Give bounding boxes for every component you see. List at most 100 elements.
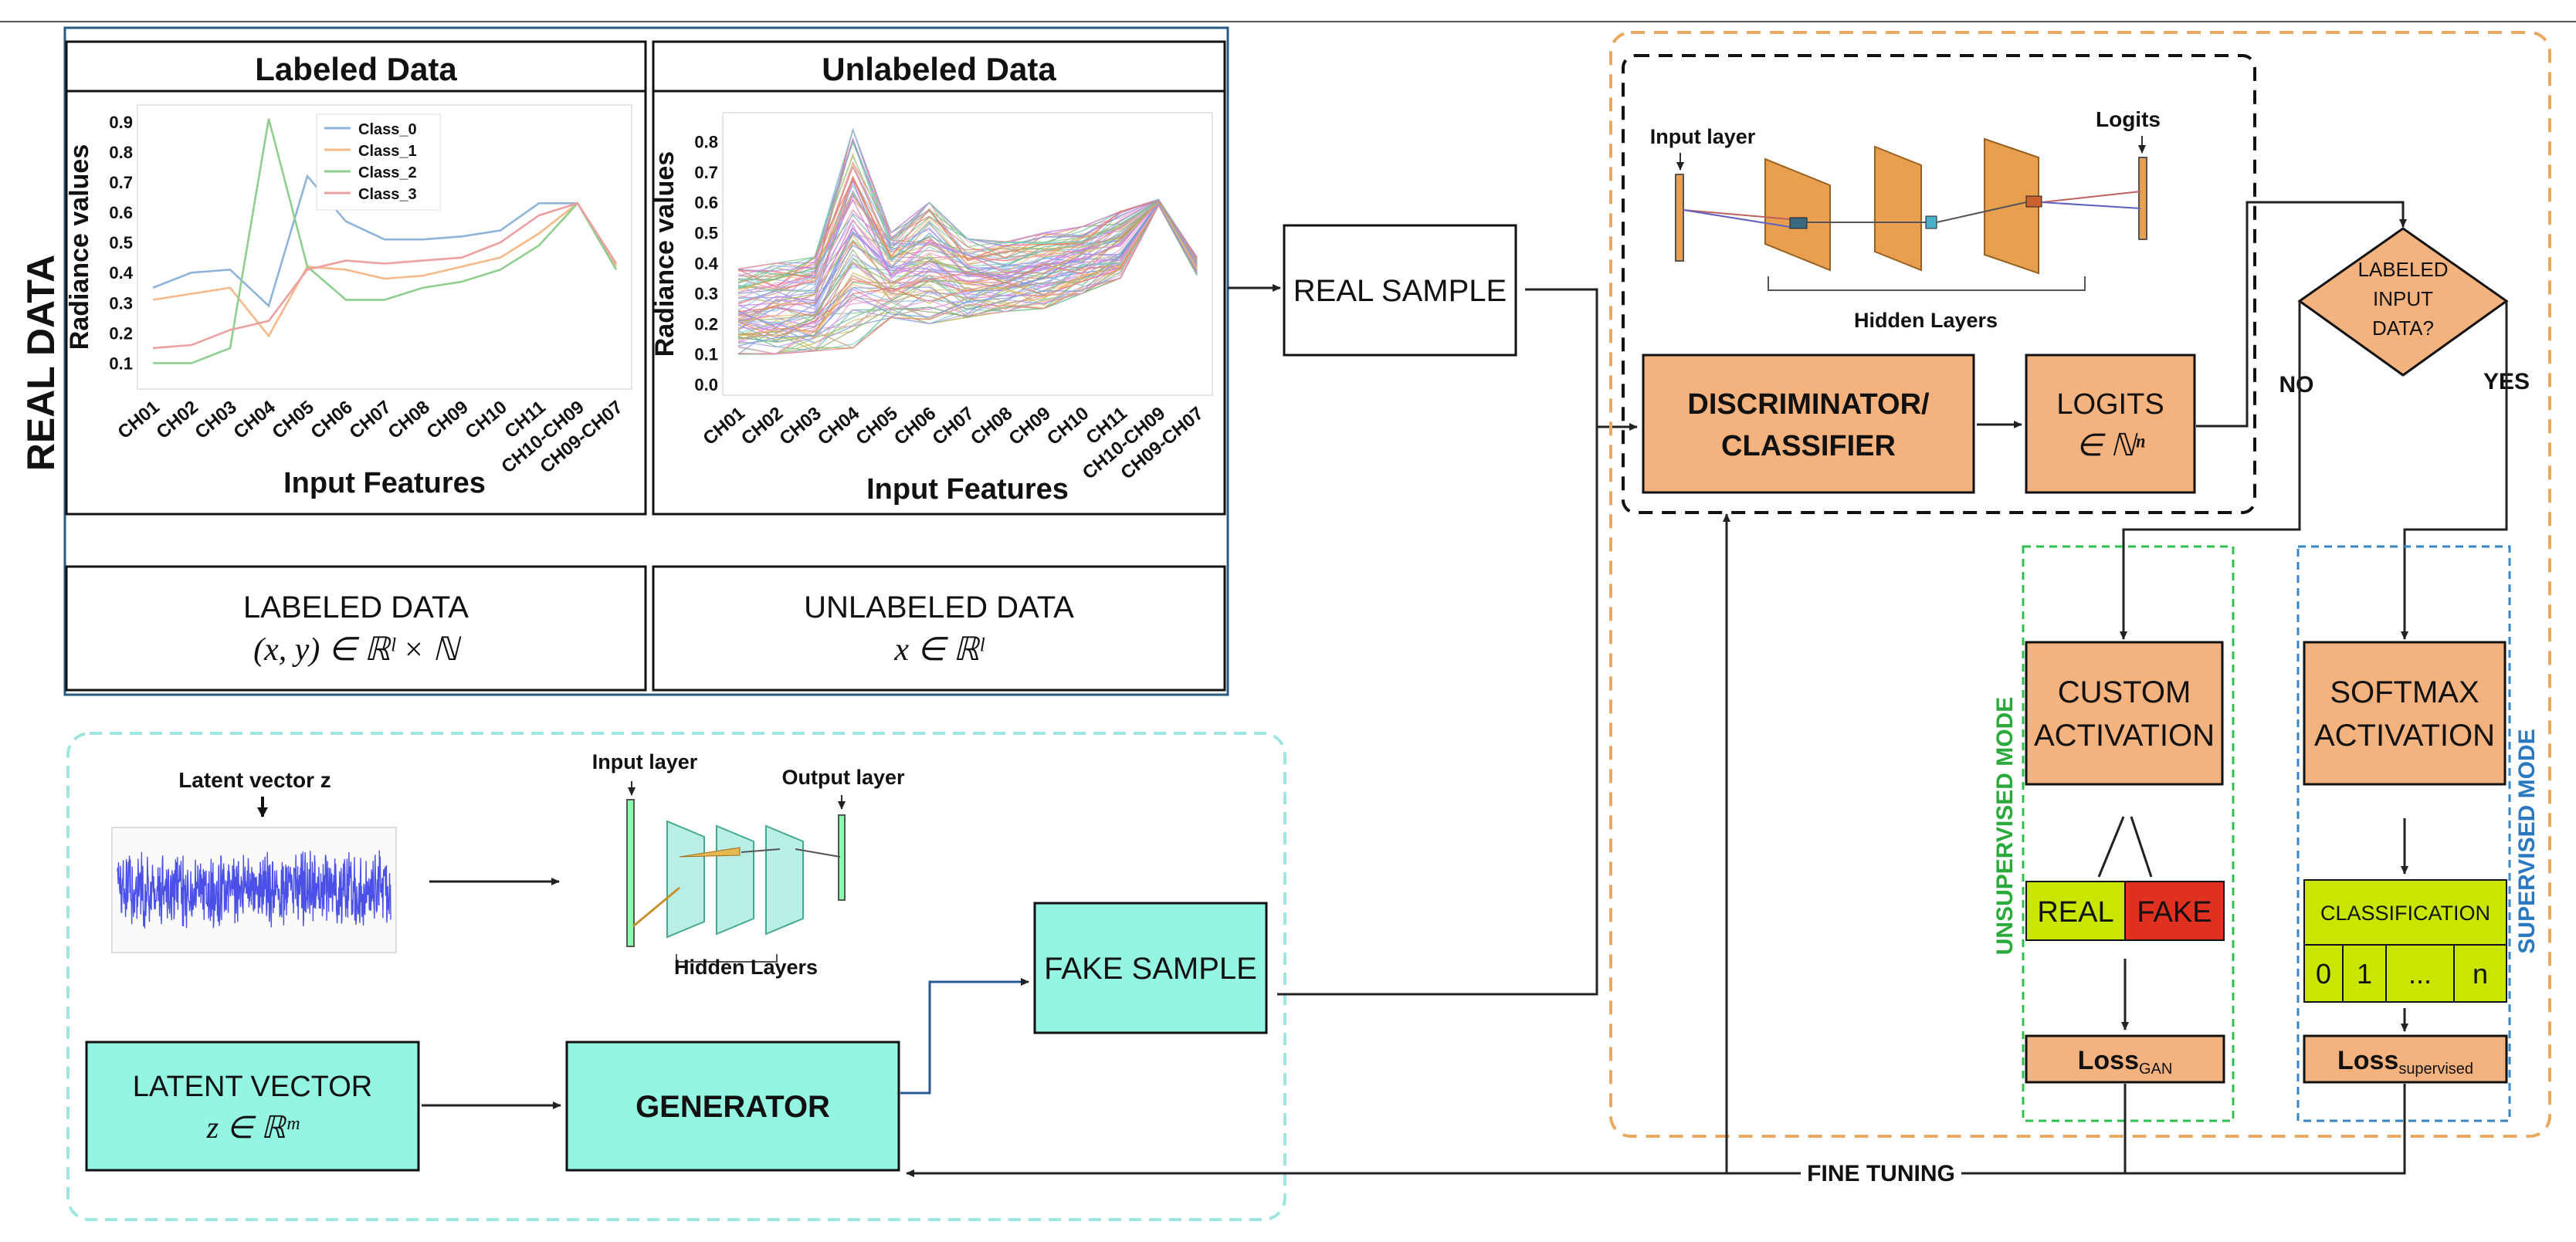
- labeled-chart-panel: Labeled Data 0.90.80.70.60.50.40.30.20.1…: [65, 40, 647, 516]
- discriminator-inner-frame: [1622, 54, 2256, 514]
- unlabeled-series-line: [737, 202, 1198, 338]
- unsupervised-mode-frame: [2022, 545, 2235, 1122]
- arrow-logits-to-decision: [2196, 201, 2407, 428]
- y-tick-label: 0.2: [694, 314, 718, 333]
- y-tick-label: 0.7: [694, 163, 718, 182]
- loss-supervised-text: Losssupervised: [2337, 1046, 2473, 1078]
- unlabeled-chart-panel: Unlabeled Data 0.80.70.60.50.40.30.20.10…: [650, 40, 1226, 516]
- unlabeled-series-line: [737, 154, 1198, 281]
- custom-activation-line2: ACTIVATION: [2034, 719, 2215, 753]
- legend-label: Class_3: [358, 186, 417, 203]
- softmax-activation-line1: SOFTMAX: [2330, 675, 2479, 709]
- series-line-class_1: [152, 201, 618, 338]
- real-sample-box: REAL SAMPLE: [1283, 224, 1517, 357]
- y-tick-label: 0.4: [109, 263, 133, 283]
- legend-label: Class_0: [358, 121, 417, 138]
- y-axis-label: Radiance values: [650, 151, 680, 357]
- real-sample-label: REAL SAMPLE: [1293, 274, 1507, 308]
- labeled-data-box-title: LABELED DATA: [243, 591, 469, 624]
- latent-vector-box-title: LATENT VECTOR: [133, 1071, 372, 1103]
- y-tick-label: 0.8: [109, 143, 133, 162]
- latent-vector-formula: z ∈ ℝᵐ: [206, 1110, 300, 1145]
- arrow-yes-to-softmax: [2401, 301, 2508, 640]
- y-tick-label: 0.1: [694, 345, 718, 364]
- supervised-mode-frame: [2296, 545, 2511, 1122]
- classification-label: CLASSIFICATION: [2320, 902, 2490, 925]
- y-tick-label: 0.7: [109, 173, 133, 192]
- loss-gan-box: LossGAN: [2025, 1034, 2225, 1084]
- class-cell-ellipsis: ...: [2408, 958, 2432, 990]
- real-fake-output: REAL FAKE: [2025, 881, 2225, 941]
- y-tick-label: 0.6: [109, 203, 133, 222]
- unlabeled-series-line: [737, 201, 1198, 330]
- unlabeled-series-line: [737, 200, 1198, 321]
- gen-output-layer-label: Output layer: [781, 766, 905, 789]
- custom-activation-line1: CUSTOM: [2058, 675, 2191, 709]
- unlabeled-series-line: [737, 194, 1198, 294]
- unlabeled-data-box: UNLABELED DATA x ∈ ℝˡ: [652, 565, 1226, 692]
- y-tick-label: 0.9: [109, 113, 133, 132]
- no-branch-label: NO: [2279, 372, 2314, 398]
- latent-vector-label: Latent vector z: [178, 768, 331, 792]
- disc-logits-label: Logits: [2096, 107, 2161, 131]
- y-axis-label: Radiance values: [65, 144, 94, 350]
- generator-box: GENERATOR: [565, 1041, 900, 1172]
- series-line-class_2: [153, 118, 618, 364]
- y-tick-label: 0.3: [109, 293, 133, 313]
- arrow-no-to-custom-activation: [2120, 301, 2301, 640]
- unlabeled-series-line: [737, 204, 1198, 355]
- custom-activation-box: CUSTOM ACTIVATION: [2025, 641, 2224, 786]
- connector-samples-merge: [1277, 288, 1598, 996]
- logits-label: LOGITS: [2056, 388, 2164, 421]
- unlabeled-data-box-title: UNLABELED DATA: [804, 591, 1074, 624]
- labeled-chart-title: Labeled Data: [255, 51, 457, 87]
- real-data-frame: [63, 26, 1229, 696]
- softmax-activation-line2: ACTIVATION: [2314, 719, 2495, 753]
- latent-noise-signal: [117, 850, 391, 929]
- fake-sample-label: FAKE SAMPLE: [1044, 952, 1257, 986]
- arrow-generator-to-fake-sample: [900, 978, 1029, 1095]
- y-tick-label: 0.5: [694, 223, 718, 242]
- unlabeled-series-line: [737, 201, 1198, 317]
- classification-output: CLASSIFICATION 0 1 ... n: [2303, 879, 2507, 1003]
- legend-label: Class_1: [358, 143, 417, 160]
- discriminator-label-line2: CLASSIFIER: [1721, 430, 1896, 462]
- unlabeled-series-line: [737, 201, 1198, 321]
- y-tick-label: 0.5: [109, 233, 133, 252]
- unlabeled-data-formula: x ∈ ℝˡ: [893, 632, 985, 668]
- generator-label: GENERATOR: [636, 1090, 830, 1124]
- unlabeled-series-line: [737, 202, 1198, 340]
- loss-supervised-box: Losssupervised: [2303, 1034, 2508, 1084]
- legend-label: Class_2: [358, 164, 417, 181]
- unlabeled-chart-title: Unlabeled Data: [822, 51, 1056, 87]
- y-tick-label: 0.0: [694, 375, 718, 394]
- gen-hidden-layers-label: Hidden Layers: [674, 956, 818, 979]
- fake-sample-box: FAKE SAMPLE: [1033, 902, 1268, 1034]
- latent-vector-box: LATENT VECTOR z ∈ ℝᵐ: [85, 1041, 420, 1172]
- split-line-real: [2097, 816, 2125, 878]
- discriminator-section-frame: [1609, 31, 2551, 1138]
- split-line-fake: [2130, 816, 2153, 878]
- x-axis-label: Input Features: [283, 467, 486, 499]
- unlabeled-series-line: [737, 200, 1198, 300]
- fake-output-label: FAKE: [2137, 896, 2212, 929]
- discriminator-network-illustration: Input layer Logits Hidden Layers: [1650, 107, 2161, 332]
- y-tick-label: 0.1: [109, 354, 133, 373]
- disc-input-layer-label: Input layer: [1650, 125, 1756, 148]
- class-cell-0: 0: [2316, 958, 2331, 990]
- softmax-activation-box: SOFTMAX ACTIVATION: [2303, 641, 2507, 786]
- unlabeled-series-line: [737, 203, 1198, 355]
- series-line-class_0: [152, 174, 618, 308]
- real-data-side-title: REAL DATA: [19, 255, 63, 472]
- labeled-data-formula: (x, y) ∈ ℝˡ × ℕ: [253, 632, 462, 668]
- logits-formula: ∈ ℕⁿ: [2076, 428, 2145, 462]
- discriminator-classifier-box: DISCRIMINATOR/ CLASSIFIER: [1642, 354, 1975, 494]
- discriminator-label-line1: DISCRIMINATOR/: [1687, 388, 1930, 421]
- generator-network-illustration: Input layer Output layer Hidden Layers: [592, 750, 905, 979]
- loss-gan-text: LossGAN: [2078, 1046, 2173, 1078]
- labeled-input-decision: LABELED INPUT DATA?: [2297, 227, 2509, 377]
- class-cell-1: 1: [2357, 958, 2372, 990]
- generator-section-frame: [66, 732, 1286, 1221]
- unlabeled-series-line: [737, 199, 1198, 299]
